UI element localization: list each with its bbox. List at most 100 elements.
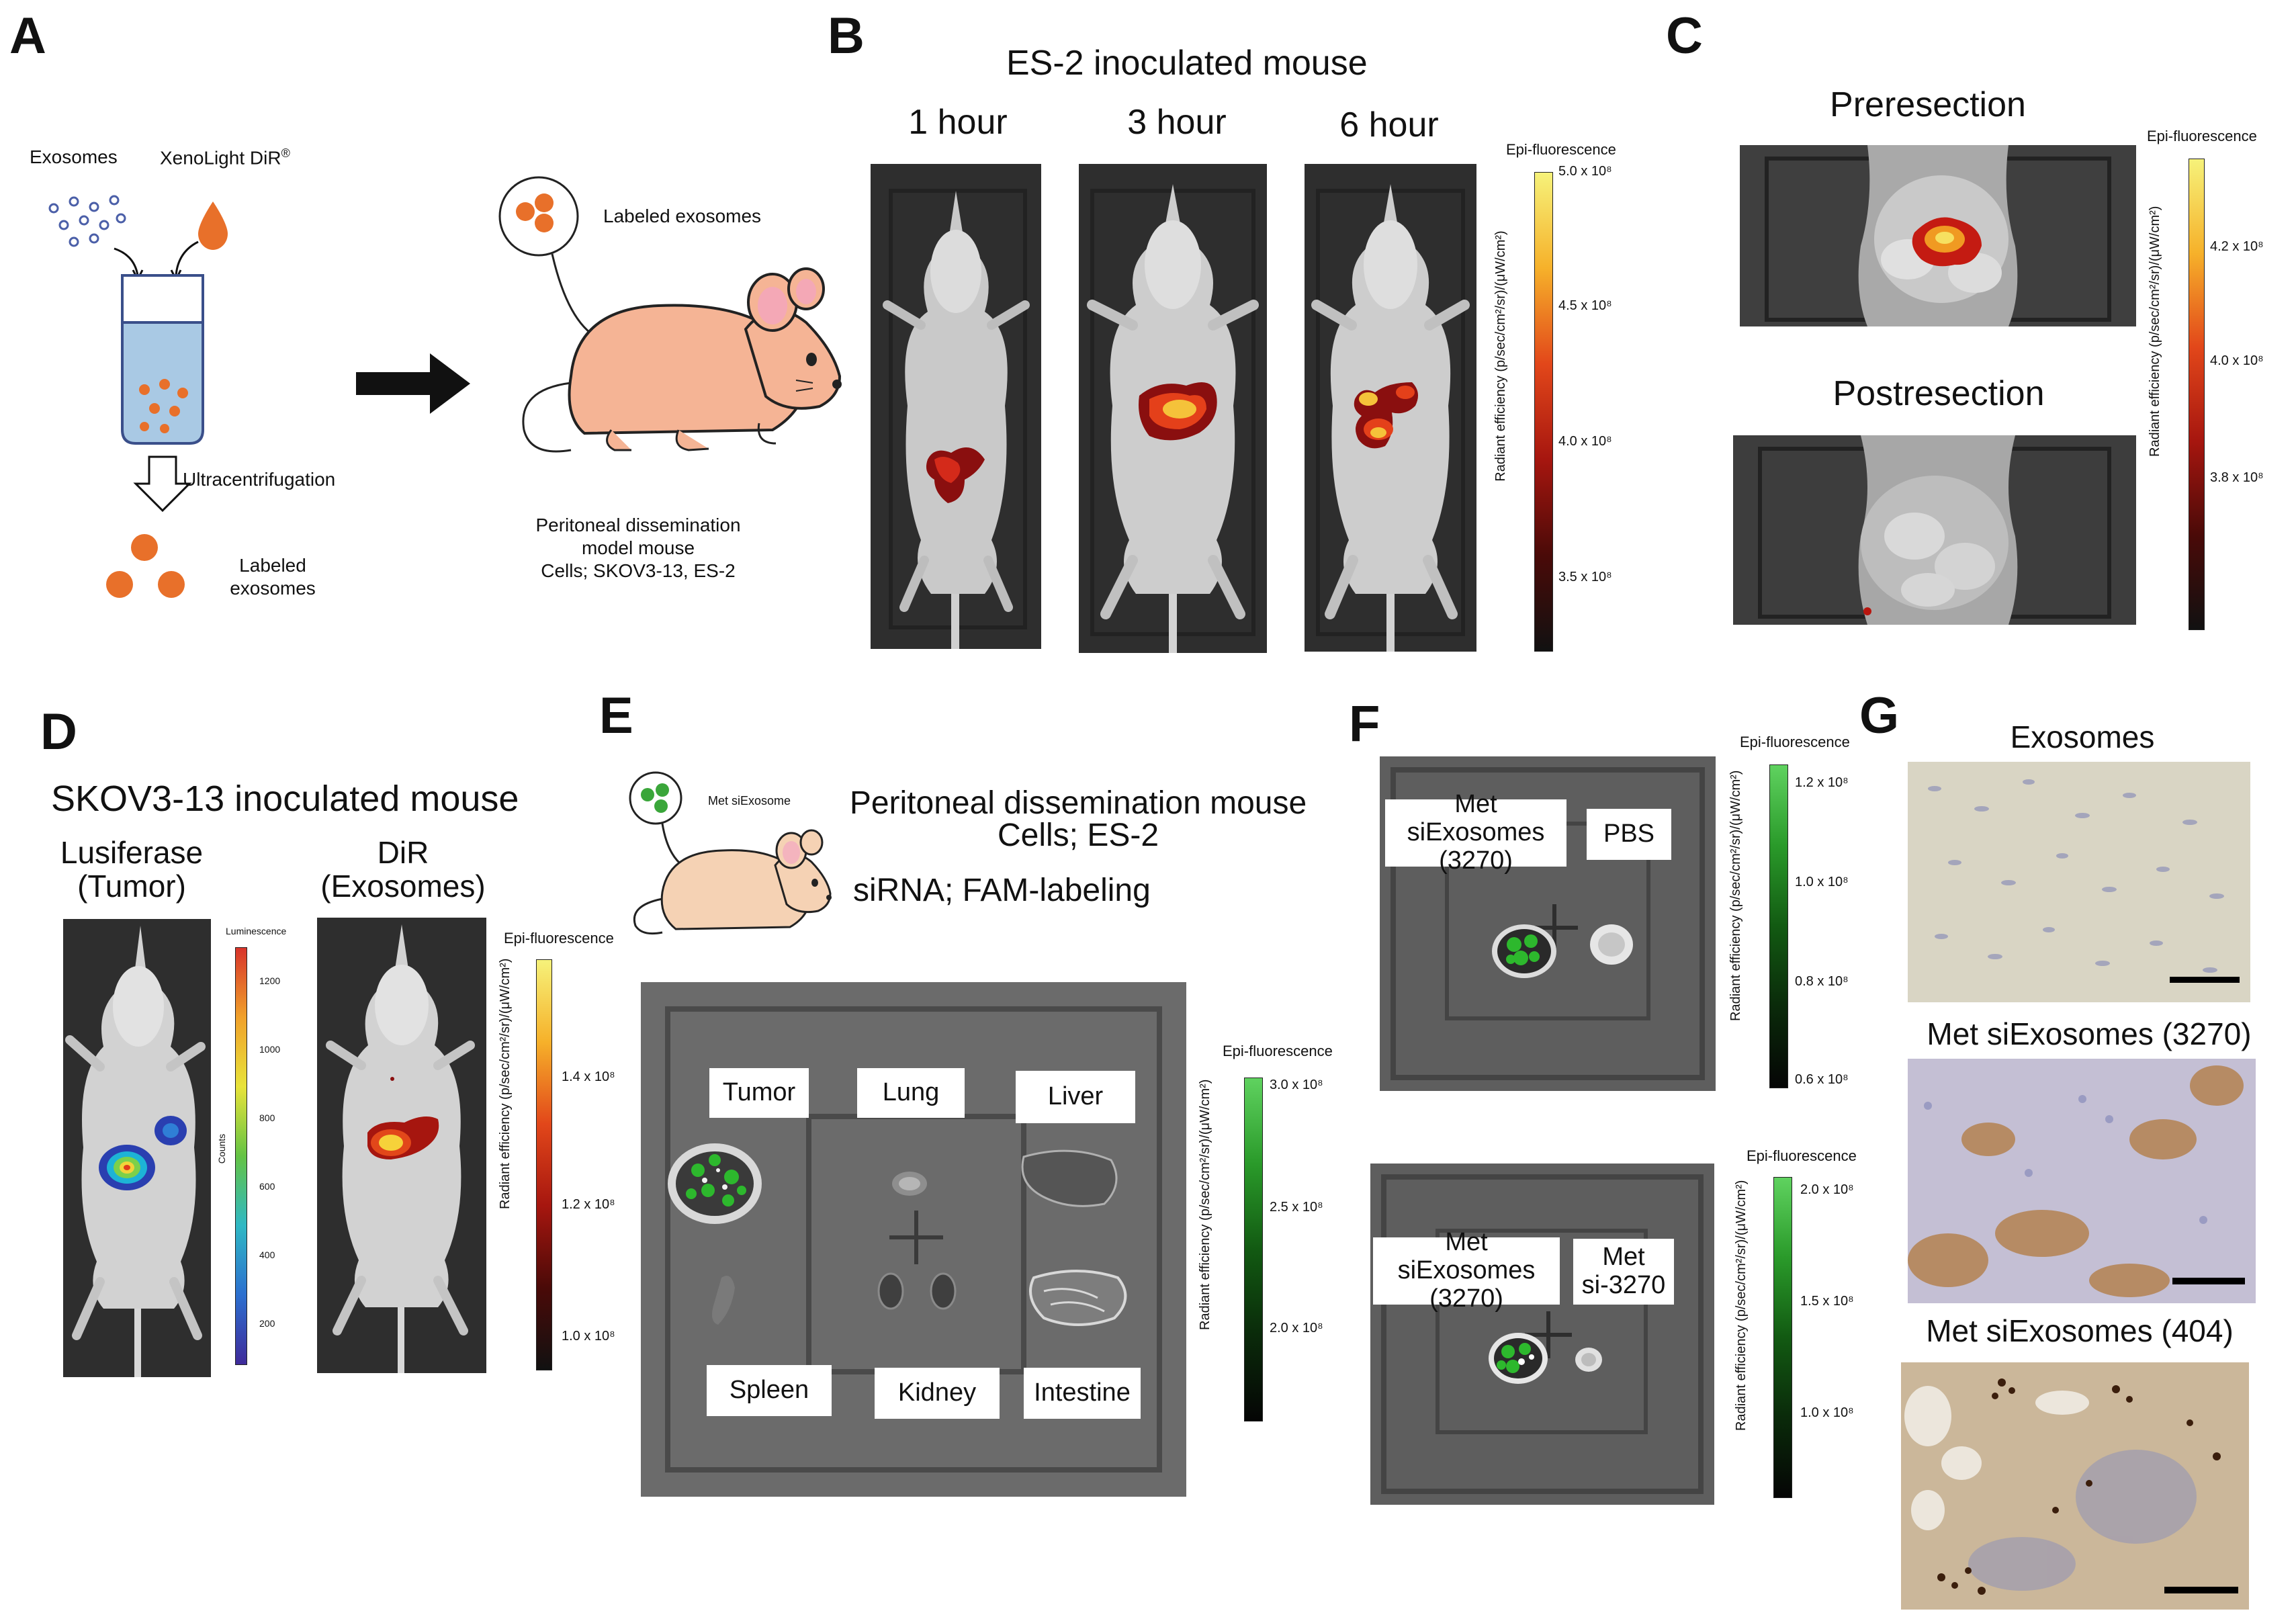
right-arrow-icon: [356, 353, 470, 414]
panel-d-letter: D: [40, 703, 77, 760]
labeled-exosome-mouse-illustration: [498, 176, 842, 453]
histology-image-exosomes: [1908, 762, 2250, 1002]
mouse-with-met-siexosome-illustration: [629, 771, 832, 935]
colorbar-tick-label: 4.0 x 10⁸: [1558, 434, 1612, 449]
dir-label-2: (Exosomes): [320, 869, 486, 904]
preresection-image: [1740, 145, 2136, 326]
panel-b-letter: B: [828, 7, 865, 64]
colorbar-tick-label: 0.6 x 10⁸: [1795, 1072, 1849, 1087]
colorbar-title: Epi-fluorescence: [1223, 1043, 1333, 1059]
panel-e-title-line2: Cells; ES-2: [997, 818, 1159, 853]
luminescence-tick-label: 1000: [259, 1044, 281, 1055]
mouse-image-1-hour: [871, 164, 1041, 649]
histology-label-met-siexosomes-3270: Met siExosomes (3270): [1927, 1016, 2252, 1051]
exosomes-label: Exosomes: [30, 146, 118, 167]
dye-label: XenoLight DiR®: [160, 146, 290, 169]
timepoint-label: 6 hour: [1339, 105, 1439, 144]
colorbar-tick-label: 0.8 x 10⁸: [1795, 974, 1849, 989]
colorbar-tick-label: 4.5 x 10⁸: [1558, 298, 1612, 313]
colorbar-tick-label: 3.8 x 10⁸: [2210, 470, 2264, 485]
model-label-line3: Cells; SKOV3-13, ES-2: [541, 560, 736, 581]
luciferase-label-2: (Tumor): [77, 869, 186, 904]
colorbar-tick-label: 4.0 x 10⁸: [2210, 353, 2264, 368]
histology-label-exosomes: Exosomes: [2010, 719, 2155, 754]
colorbar-tick-label: 1.0 x 10⁸: [1800, 1405, 1854, 1420]
organ-label-intestine: Intestine: [1024, 1368, 1141, 1419]
labeled-exosomes-label-1: Labeled: [239, 555, 306, 576]
bottom-organ-imaging-board: [1370, 1164, 1714, 1505]
luminescence-tick-label: 800: [259, 1112, 275, 1123]
luciferase-label-1: Lusiferase: [60, 835, 204, 870]
organ-imaging-board: [641, 982, 1186, 1497]
colorbar-tick-label: 1.4 x 10⁸: [562, 1069, 615, 1084]
colorbar-tick-label: 2.0 x 10⁸: [1800, 1182, 1854, 1197]
colorbar-tick-label: 1.0 x 10⁸: [1795, 875, 1849, 889]
panel-g-letter: G: [1859, 687, 1900, 744]
panel-a-letter: A: [9, 7, 46, 64]
colorbar-axis-label: Radiant efficiency (p/sec/cm²/sr)/(μW/cm…: [498, 958, 513, 1209]
ultracentrifugation-label: Ultracentrifugation: [183, 469, 336, 490]
colorbar-title: Epi-fluorescence: [1747, 1147, 1857, 1164]
panel-d-title: SKOV3-13 inoculated mouse: [51, 779, 519, 819]
sample-label-met-siexosomes: Met siExosomes(3270): [1373, 1229, 1560, 1313]
timepoint-label: 1 hour: [908, 103, 1008, 142]
organ-label-liver: Liver: [1016, 1071, 1135, 1123]
colorbar-tick-label: 4.2 x 10⁸: [2210, 239, 2264, 254]
colorbar-red-yellow: [1534, 172, 1553, 652]
colorbar-title: Epi-fluorescence: [1506, 141, 1616, 158]
luminescence-axis-label: Counts: [216, 1133, 227, 1164]
colorbar-title: Epi-fluorescence: [504, 930, 614, 947]
labeled-exosomes-label-2: exosomes: [230, 578, 316, 599]
panel-c-letter: C: [1666, 7, 1703, 64]
colorbar-axis-label: Radiant efficiency (p/sec/cm²/sr)/(μW/cm…: [1728, 770, 1743, 1021]
dir-label-1: DiR: [377, 835, 429, 870]
colorbar-tick-label: 5.0 x 10⁸: [1558, 164, 1612, 179]
colorbar-red-yellow: [2189, 159, 2205, 630]
timepoint-label: 3 hour: [1127, 103, 1227, 142]
luminescence-tick-label: 400: [259, 1249, 275, 1260]
postresection-label: Postresection: [1833, 374, 2045, 413]
colorbar-tick-label: 3.0 x 10⁸: [1270, 1078, 1323, 1092]
histology-label-met-siexosomes-404: Met siExosomes (404): [1926, 1313, 2234, 1348]
postresection-image: [1733, 435, 2136, 625]
labeled-exosomes-inset-label: Labeled exosomes: [603, 206, 762, 226]
model-label-line2: model mouse: [581, 537, 695, 558]
colorbar-axis-label: Radiant efficiency (p/sec/cm²/sr)/(μW/cm…: [1198, 1079, 1212, 1330]
panel-e-title-line1: Peritoneal dissemination mouse: [849, 785, 1307, 821]
luminescence-title: Luminescence: [226, 926, 287, 936]
colorbar-tick-label: 1.0 x 10⁸: [562, 1329, 615, 1344]
colorbar-green: [1244, 1078, 1263, 1421]
exosome-labeling-workflow-illustration: [48, 195, 228, 598]
luminescence-tick-label: 600: [259, 1181, 275, 1192]
panel-e-title-line3: siRNA; FAM-labeling: [853, 873, 1151, 908]
colorbar-axis-label: Radiant efficiency (p/sec/cm²/sr)/(μW/cm…: [1734, 1180, 1749, 1431]
colorbar-title: Epi-fluorescence: [1740, 734, 1850, 750]
organ-label-lung: Lung: [857, 1068, 965, 1118]
panel-f-letter: F: [1349, 695, 1380, 752]
colorbar-tick-label: 1.2 x 10⁸: [1795, 775, 1849, 790]
organ-label-spleen: Spleen: [707, 1365, 832, 1416]
colorbar-tick-label: 1.5 x 10⁸: [1800, 1294, 1854, 1309]
mouse-image-6-hour: [1305, 164, 1476, 652]
sample-label-pbs: PBS: [1587, 809, 1671, 860]
colorbar-tick-label: 2.0 x 10⁸: [1270, 1321, 1323, 1335]
organ-label-kidney: Kidney: [875, 1368, 1000, 1419]
colorbar-axis-label: Radiant efficiency (p/sec/cm²/sr)/(μW/cm…: [1493, 230, 1508, 482]
sample-label-met-siexosomes: Met siExosomes(3270): [1385, 791, 1566, 875]
panel-e-letter: E: [599, 687, 633, 744]
histology-image-met-siexosomes-404: [1901, 1362, 2249, 1610]
colorbar-red-yellow: [536, 959, 552, 1370]
preresection-label: Preresection: [1830, 85, 2026, 124]
colorbar-green: [1773, 1177, 1792, 1498]
met-siexosome-inset-label: Met siExosome: [708, 794, 791, 807]
colorbar-axis-label: Radiant efficiency (p/sec/cm²/sr)/(μW/cm…: [2148, 206, 2162, 457]
organ-label-tumor: Tumor: [709, 1068, 809, 1118]
colorbar-title: Epi-fluorescence: [2147, 128, 2257, 144]
model-label-line1: Peritoneal dissemination: [535, 515, 741, 535]
mouse-image-3-hour: [1079, 164, 1267, 653]
colorbar-tick-label: 2.5 x 10⁸: [1270, 1200, 1323, 1215]
dir-mouse-image: [317, 918, 486, 1373]
luminescence-colorbar: [235, 947, 247, 1365]
histology-image-met-siexosomes-3270: [1908, 1059, 2256, 1303]
